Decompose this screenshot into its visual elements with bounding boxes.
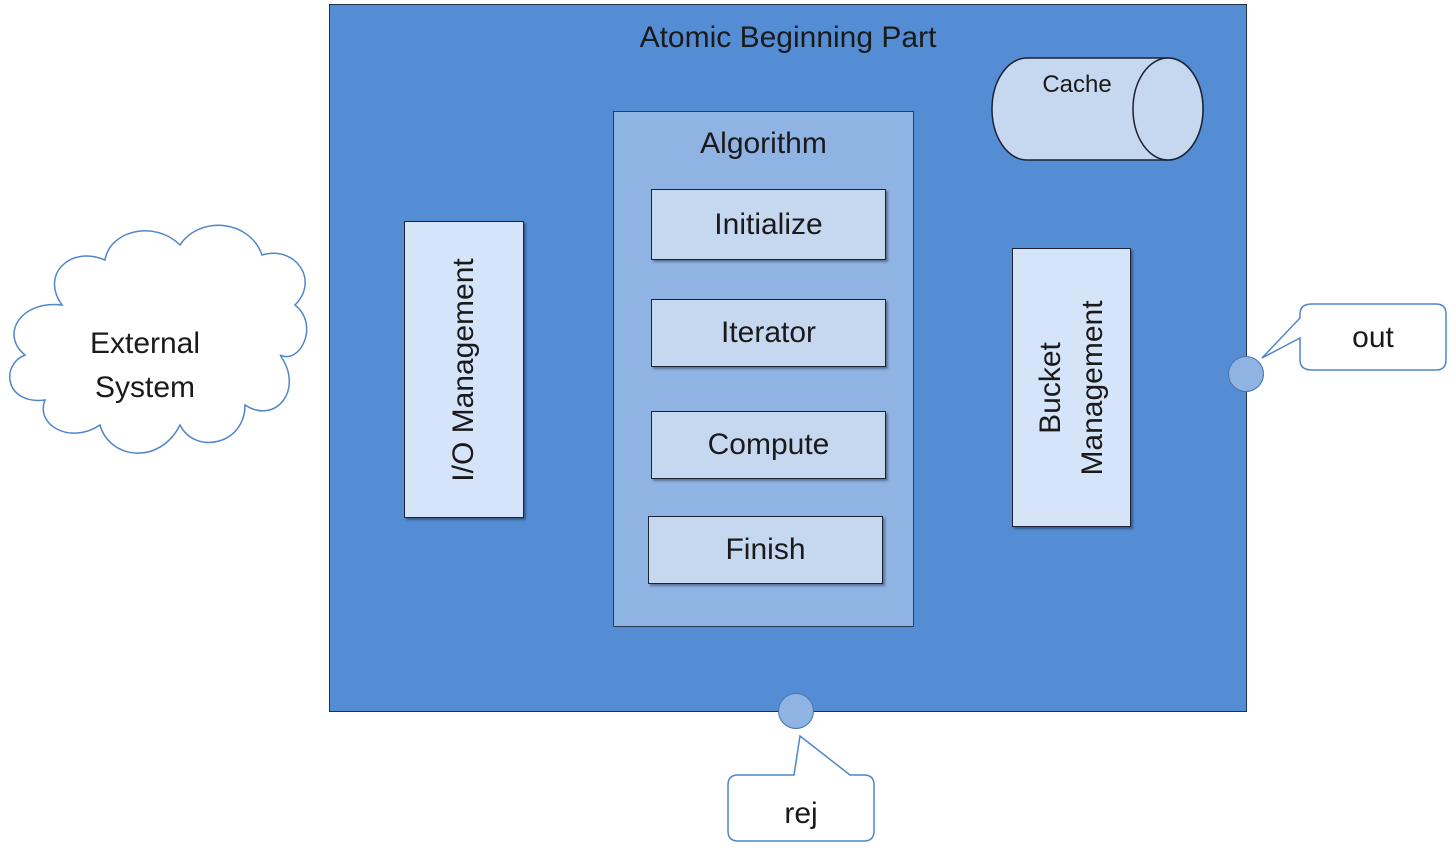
rej-port xyxy=(778,693,814,729)
step-compute: Compute xyxy=(651,411,886,479)
cache-cylinder-end xyxy=(1132,57,1204,161)
out-callout-shape xyxy=(1261,303,1447,371)
bucket-management-box: Bucket Management xyxy=(1012,248,1131,527)
external-system-label: External System xyxy=(40,322,250,410)
cache-label: Cache xyxy=(1042,71,1112,98)
rej-callout-shape xyxy=(727,734,875,842)
algorithm-title: Algorithm xyxy=(700,127,827,160)
out-port xyxy=(1228,356,1264,392)
atomic-beginning-part-title: Atomic Beginning Part xyxy=(639,21,937,54)
step-iterator: Iterator xyxy=(651,299,886,367)
cloud-shape xyxy=(9,224,308,454)
rej-label: rej xyxy=(784,797,818,830)
io-management-box: I/O Management xyxy=(404,221,524,518)
external-system-line1: External xyxy=(89,327,201,360)
external-system-line2: System xyxy=(94,371,196,404)
out-label: out xyxy=(1352,321,1394,354)
step-finish: Finish xyxy=(648,516,883,584)
step-initialize: Initialize xyxy=(651,189,886,260)
